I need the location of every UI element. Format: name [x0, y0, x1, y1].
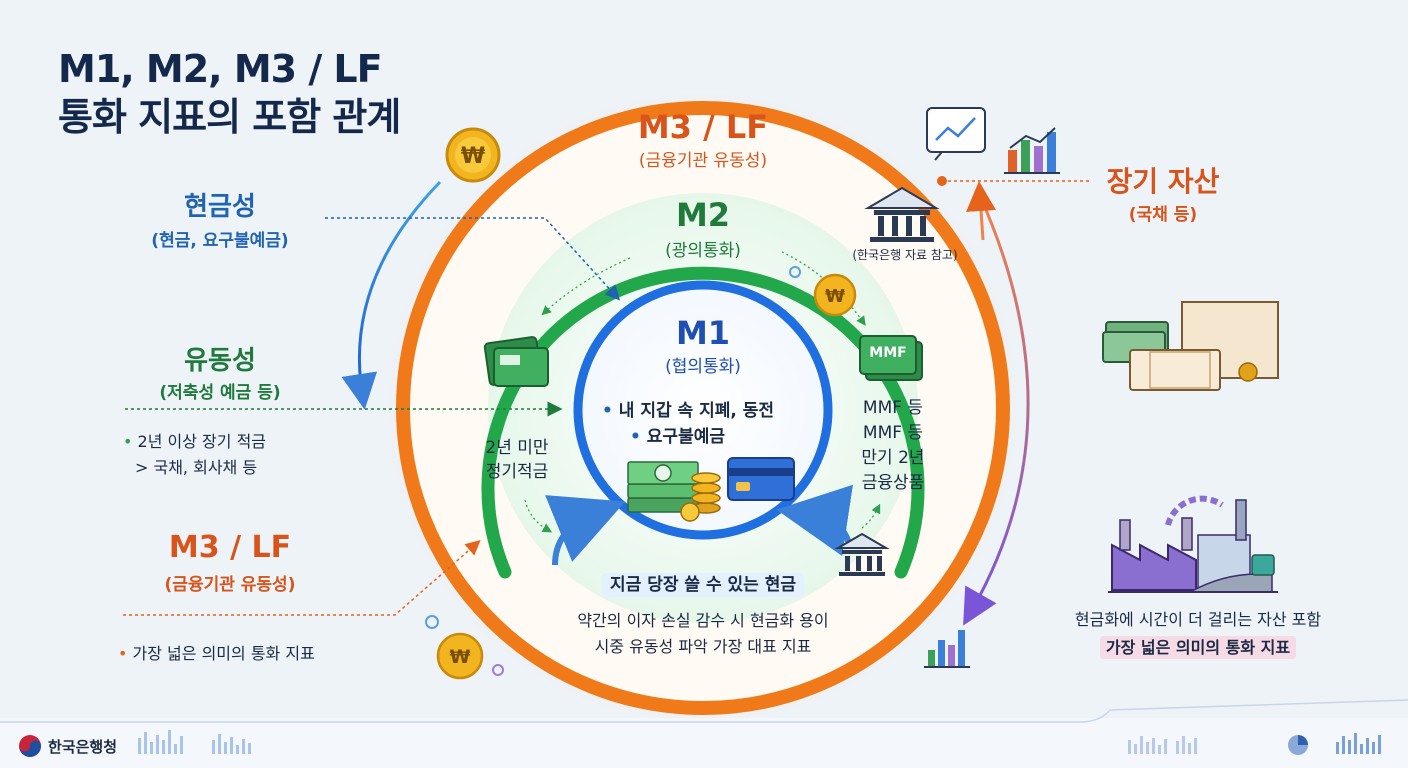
decor-ring — [789, 266, 801, 278]
liquidity-title: 유동성 — [184, 346, 256, 376]
mmf-card-label: MMF — [869, 345, 907, 361]
pie-chart-icon — [1288, 735, 1308, 755]
m1-caption: 지금 당장 쓸 수 있는 현금 — [583, 570, 823, 597]
m2-left-line: 2년 미만 — [485, 438, 549, 458]
right-description: 현금화에 시간이 더 걸리는 자산 포함 — [1074, 610, 1322, 629]
won-coin-icon: ₩ — [813, 273, 857, 317]
liquidity-bullet: 2년 이상 장기 적금 — [123, 428, 266, 452]
long-asset-subtitle: (국채 등) — [1128, 205, 1198, 225]
m1-left-arrow — [545, 495, 626, 566]
m1-item: 내 지갑 속 지폐, 동전 — [602, 396, 774, 421]
footer-line — [0, 699, 1408, 723]
taegeuk-logo-icon — [19, 735, 41, 757]
footer-bars-decor — [138, 730, 251, 754]
m3-left-subtitle: (금융기관 유동성) — [164, 575, 296, 595]
cash-title: 현금성 — [184, 192, 256, 222]
m2-right-line: 금융상품 — [861, 473, 925, 493]
m3-left-title: M3 / LF — [168, 530, 292, 565]
decor-ring — [492, 664, 504, 676]
mmf-card-icon — [859, 335, 923, 381]
m2-left-label: 2년 미만 정기적금 — [462, 436, 572, 484]
m3-ring-title: M3 / LF — [637, 108, 769, 146]
right-arc-arrow-head — [966, 181, 996, 241]
bank-icon — [864, 186, 940, 242]
right-arc-arrow — [963, 195, 1030, 626]
bar-chart-icon — [924, 630, 970, 668]
cash-connector — [325, 217, 621, 301]
bar-chart-icon — [1004, 127, 1060, 174]
won-coin-icon: ₩ — [436, 632, 484, 680]
m2-left-line: 정기적금 — [485, 462, 549, 482]
footer-bars-decor — [1336, 733, 1381, 754]
m2-right-line: MMF 등 — [862, 423, 924, 443]
m3-ring-subtitle: (금융기관 유동성) — [638, 151, 768, 171]
m2-description: 약간의 이자 손실 감수 시 현금화 용이 시중 유동성 파악 가장 대표 지표 — [523, 608, 883, 660]
m2-ring-subtitle: (광의통화) — [665, 241, 741, 261]
liquidity-bullet-2: > 국채, 회사채 등 — [135, 458, 258, 477]
won-coin-icon: ₩ — [445, 127, 501, 183]
right-description-highlight-text: 가장 넓은 의미의 통화 지표 — [1099, 636, 1297, 659]
footer-org-name: 한국은행청 — [48, 738, 118, 756]
m2-right-label: MMF 등 MMF 등 만기 2년 금융상품 — [838, 396, 948, 496]
credit-card-icon — [727, 457, 795, 501]
cash-stack-icon — [627, 461, 721, 522]
footer-bars-decor — [1128, 736, 1197, 754]
wallet-icon — [483, 336, 549, 387]
certificate-icon — [1102, 301, 1279, 391]
svg-text:₩: ₩ — [450, 646, 471, 668]
factory-icon — [1108, 495, 1278, 593]
svg-text:₩: ₩ — [461, 144, 485, 169]
long-asset-title: 장기 자산 — [1106, 165, 1220, 198]
left-arc-arrow — [341, 180, 442, 410]
m2-description-line: 약간의 이자 손실 감수 시 현금화 용이 — [577, 611, 829, 630]
bank-icon — [834, 532, 890, 576]
m1-item: 요구불예금 — [630, 422, 725, 447]
decor-ring — [425, 615, 439, 629]
page-title-line2: 통화 지표의 포함 관계 — [58, 95, 401, 139]
cash-subtitle: (현금, 요구불예금) — [151, 231, 289, 251]
m1-ring — [573, 280, 833, 540]
long-asset-dot — [937, 176, 947, 186]
m3-left-bullet: 가장 넓은 의미의 통화 지표 — [118, 640, 315, 664]
m1-caption-text: 지금 당장 쓸 수 있는 현금 — [602, 573, 804, 597]
m1-ring-subtitle: (협의통화) — [665, 357, 741, 377]
bank-source-note: (한국은행 자료 참고) — [852, 248, 958, 262]
m3-ring — [396, 101, 1010, 715]
m2-right-line: MMF 등 — [862, 398, 924, 418]
m3-connector — [123, 540, 481, 616]
svg-text:₩: ₩ — [825, 286, 845, 307]
m2-ring-title: M2 — [675, 196, 731, 234]
m2-ring — [481, 266, 925, 579]
m2-right-line: 만기 2년 — [861, 448, 925, 468]
page-title-line1: M1, M2, M3 / LF — [58, 47, 383, 91]
m2-right-flow — [781, 251, 866, 326]
m1-ring-title: M1 — [675, 314, 731, 352]
right-description-highlight: 가장 넓은 의미의 통화 지표 — [1038, 634, 1358, 659]
footer-band — [0, 718, 1408, 768]
line-chart-icon — [926, 107, 986, 161]
m2-description-line: 시중 유동성 파악 가장 대표 지표 — [594, 637, 812, 656]
liquidity-subtitle: (저축성 예금 등) — [159, 383, 281, 403]
m2-left-flow — [541, 257, 631, 316]
